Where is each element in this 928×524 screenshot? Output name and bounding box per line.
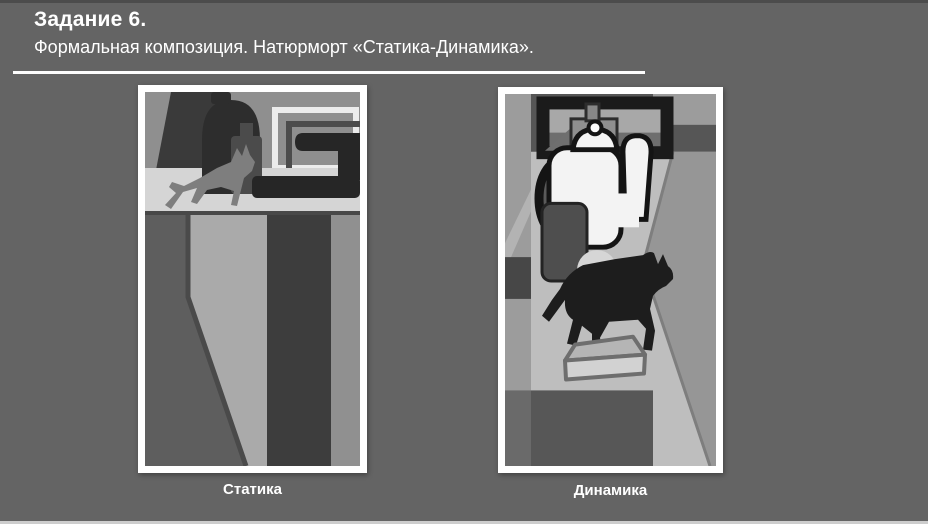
left-dark-block <box>505 257 531 299</box>
figure-dynamic <box>498 87 723 473</box>
tray-box <box>563 334 647 382</box>
figure-static-caption: Статика <box>223 481 282 498</box>
figure-dynamic-caption: Динамика <box>573 482 648 499</box>
top-edge-strip <box>0 0 928 3</box>
box-knob <box>584 102 601 123</box>
vase-knob <box>211 92 231 104</box>
table-front-edge <box>145 211 360 215</box>
bottom-dark-band <box>531 390 653 466</box>
bottom-edge-strip <box>0 521 928 524</box>
teapot-spout-bridge <box>609 193 639 228</box>
bottom-left-band <box>505 390 531 466</box>
dynamic-artwork-frame <box>498 87 723 473</box>
header-divider <box>13 71 645 74</box>
horse-figurine <box>165 144 255 209</box>
static-artwork-frame <box>138 85 367 473</box>
slide-subtitle: Формальная композиция. Натюрморт «Статик… <box>34 37 534 57</box>
left-light-wedge <box>505 189 531 272</box>
drape-light-panel <box>188 214 267 466</box>
dark-slab <box>252 176 360 198</box>
static-artwork <box>145 92 360 466</box>
dynamic-artwork <box>505 94 716 466</box>
table-leg-edge-line <box>185 214 249 466</box>
teapot-lid-knob <box>586 119 604 137</box>
horse-figurine <box>542 252 674 352</box>
figure-static <box>138 85 367 473</box>
right-column <box>331 214 360 466</box>
shadow-wedge <box>545 127 571 151</box>
right-floor-region <box>643 151 716 466</box>
slide-title: Задание 6. <box>34 8 147 31</box>
bottle-neck <box>240 123 253 139</box>
dark-stripe <box>267 214 331 466</box>
pan-handle-shape <box>295 133 360 180</box>
tray-front-face <box>563 352 647 382</box>
